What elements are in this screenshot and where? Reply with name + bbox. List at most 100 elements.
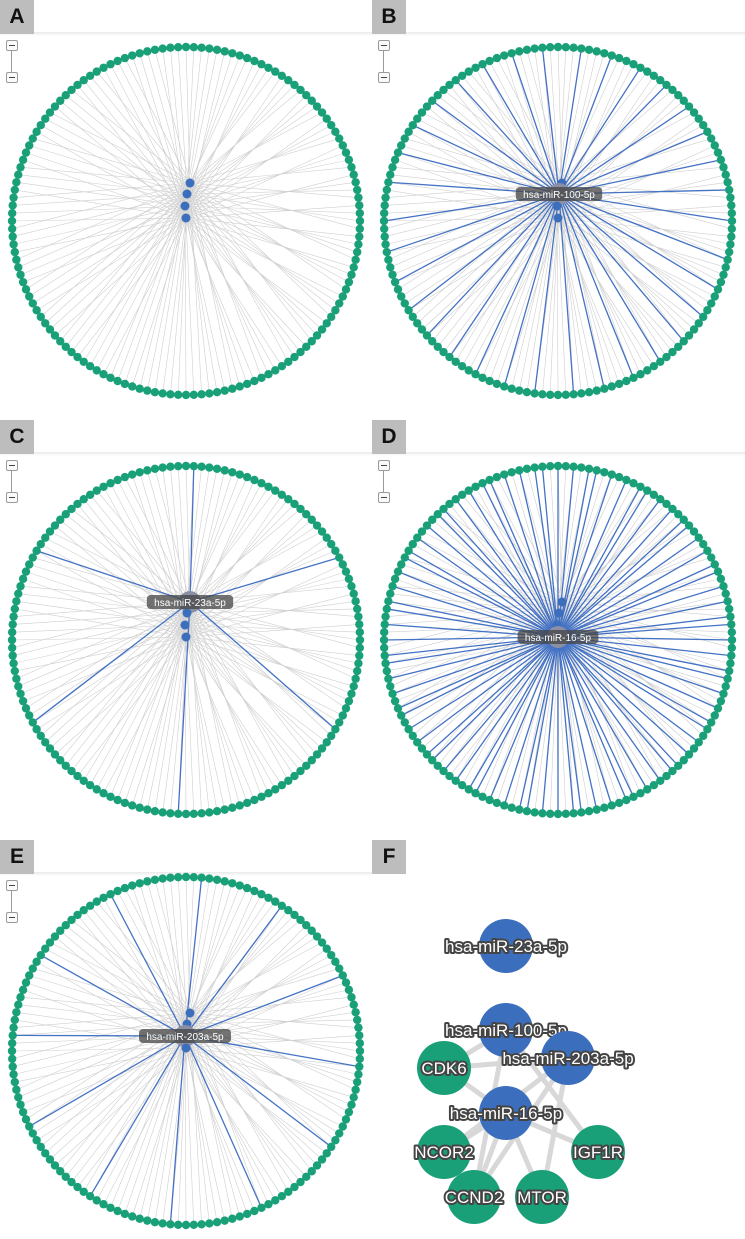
gene-node[interactable] bbox=[25, 711, 34, 720]
gene-node[interactable] bbox=[538, 390, 547, 399]
gene-node[interactable] bbox=[668, 347, 677, 357]
gene-node[interactable] bbox=[228, 803, 237, 812]
gene-node[interactable] bbox=[355, 1038, 365, 1048]
gene-node[interactable] bbox=[212, 464, 222, 473]
gene-node[interactable] bbox=[307, 337, 316, 346]
gene-node[interactable] bbox=[307, 515, 316, 524]
gene-node[interactable] bbox=[347, 163, 356, 172]
gene-node[interactable] bbox=[662, 352, 671, 362]
gene-node[interactable] bbox=[553, 42, 563, 52]
gene-node[interactable] bbox=[25, 560, 34, 569]
gene-node[interactable] bbox=[143, 47, 152, 56]
gene-node[interactable] bbox=[393, 148, 403, 157]
gene-node[interactable] bbox=[113, 795, 122, 805]
gene-node[interactable] bbox=[143, 466, 152, 475]
gene-node[interactable] bbox=[694, 738, 703, 747]
gene-node[interactable] bbox=[649, 71, 659, 80]
gene-node[interactable] bbox=[689, 744, 699, 753]
gene-node[interactable] bbox=[351, 178, 360, 187]
gene-node[interactable] bbox=[384, 674, 393, 683]
gene-node[interactable] bbox=[584, 807, 594, 816]
gene-node[interactable] bbox=[727, 643, 737, 653]
gene-node[interactable] bbox=[61, 510, 70, 519]
gene-node[interactable] bbox=[197, 43, 206, 52]
gene-node[interactable] bbox=[354, 612, 363, 621]
gene-node[interactable] bbox=[386, 263, 395, 272]
gene-node[interactable] bbox=[61, 761, 70, 770]
gene-node[interactable] bbox=[61, 921, 70, 930]
gene-node[interactable] bbox=[242, 379, 252, 389]
gene-node[interactable] bbox=[413, 533, 422, 542]
gene-node[interactable] bbox=[464, 366, 473, 375]
gene-node[interactable] bbox=[577, 808, 586, 817]
gene-node[interactable] bbox=[569, 390, 578, 399]
gene-node[interactable] bbox=[349, 263, 358, 272]
gene-node[interactable] bbox=[341, 1115, 351, 1124]
gene-node[interactable] bbox=[67, 915, 76, 925]
gene-node[interactable] bbox=[538, 43, 547, 52]
gene-node[interactable] bbox=[354, 240, 363, 249]
gene-node[interactable] bbox=[181, 1220, 191, 1230]
gene-node[interactable] bbox=[694, 319, 703, 328]
gene-node[interactable] bbox=[428, 96, 437, 105]
gene-node[interactable] bbox=[12, 1085, 21, 1094]
gene-node[interactable] bbox=[181, 872, 191, 882]
gene-node[interactable] bbox=[500, 382, 509, 391]
gene-node[interactable] bbox=[322, 533, 331, 542]
gene-node[interactable] bbox=[386, 682, 395, 691]
gene-node[interactable] bbox=[354, 193, 363, 202]
gene-node[interactable] bbox=[417, 325, 427, 334]
gene-node[interactable] bbox=[220, 805, 229, 814]
gene-node[interactable] bbox=[317, 938, 327, 947]
gene-node[interactable] bbox=[713, 567, 723, 576]
mirna-node-23a[interactable]: hsa-miR-23a-5p bbox=[443, 919, 569, 973]
gene-node[interactable] bbox=[242, 798, 252, 808]
gene-node[interactable] bbox=[338, 711, 347, 720]
gene-node[interactable] bbox=[21, 1115, 31, 1124]
gene-node[interactable] bbox=[390, 696, 400, 706]
gene-node[interactable] bbox=[21, 978, 31, 987]
gene-node[interactable] bbox=[707, 299, 716, 308]
gene-node[interactable] bbox=[710, 141, 719, 150]
gene-node[interactable] bbox=[128, 801, 137, 810]
gene-node[interactable] bbox=[643, 486, 652, 495]
gene-node[interactable] bbox=[400, 718, 409, 727]
gene-node[interactable] bbox=[242, 883, 252, 893]
gene-node[interactable] bbox=[662, 80, 671, 90]
gene-node[interactable] bbox=[492, 798, 502, 808]
gene-node[interactable] bbox=[344, 277, 354, 287]
gene-node[interactable] bbox=[28, 718, 37, 727]
gene-node[interactable] bbox=[355, 201, 364, 210]
gene-node[interactable] bbox=[408, 312, 417, 322]
gene-node[interactable] bbox=[235, 881, 244, 890]
gene-node[interactable] bbox=[135, 1214, 144, 1223]
gene-node[interactable] bbox=[379, 208, 389, 218]
gene-node[interactable] bbox=[674, 761, 683, 770]
gene-node[interactable] bbox=[327, 731, 336, 741]
gene-node[interactable] bbox=[120, 1209, 130, 1219]
gene-node[interactable] bbox=[457, 490, 467, 499]
mirna-node-100[interactable]: hsa-miR-100-5p bbox=[443, 1003, 569, 1057]
gene-node[interactable] bbox=[347, 582, 356, 591]
gene-node[interactable] bbox=[471, 370, 480, 379]
gene-node[interactable] bbox=[643, 366, 652, 375]
zoom-slider[interactable] bbox=[11, 50, 12, 72]
gene-node[interactable] bbox=[408, 731, 417, 741]
gene-node[interactable] bbox=[67, 766, 76, 776]
gene-node[interactable] bbox=[99, 789, 108, 798]
gene-node[interactable] bbox=[92, 486, 101, 495]
gene-node[interactable] bbox=[592, 47, 601, 56]
gene-node[interactable] bbox=[284, 776, 293, 785]
gene-node[interactable] bbox=[322, 114, 331, 123]
gene-node[interactable] bbox=[41, 944, 50, 953]
gene-node[interactable] bbox=[45, 938, 55, 947]
gene-node[interactable] bbox=[128, 382, 137, 391]
gene-node[interactable] bbox=[312, 750, 322, 759]
gene-node[interactable] bbox=[439, 504, 448, 514]
gene-node[interactable] bbox=[73, 1182, 82, 1192]
gene-node-cdk6[interactable]: CDK6 bbox=[417, 1041, 471, 1095]
gene-node[interactable] bbox=[355, 1031, 364, 1040]
mirna-node[interactable] bbox=[181, 632, 191, 642]
gene-node[interactable] bbox=[50, 102, 60, 111]
gene-node[interactable] bbox=[600, 49, 609, 58]
